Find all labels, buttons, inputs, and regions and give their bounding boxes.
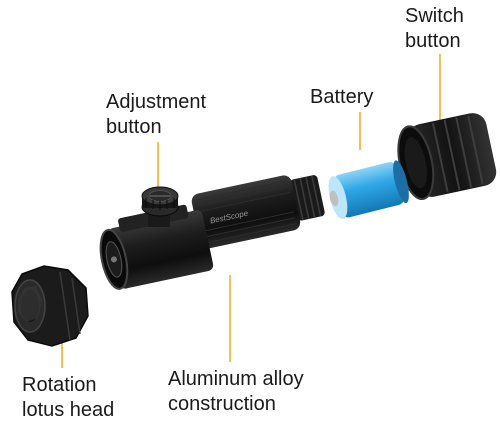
battery-label: Battery [310, 85, 373, 110]
adjustment-button-label: Adjustment button [106, 90, 206, 140]
switch-button-label: Switch button [405, 4, 464, 54]
adjustment-button-label-line2: button [106, 116, 162, 138]
switch-cap [397, 113, 497, 201]
rotation-head-label-line1: Rotation [22, 374, 97, 396]
switch-button-label-line1: Switch [405, 5, 464, 27]
adjustment-knob [141, 186, 179, 227]
battery-label-text: Battery [310, 86, 374, 108]
rotation-lotus-head [11, 265, 89, 347]
adjustment-button-label-line1: Adjustment [106, 91, 207, 113]
switch-button-label-line2: button [405, 30, 461, 52]
aluminum-construction-label: Aluminum alloy construction [168, 367, 304, 417]
aluminum-label-line2: construction [168, 393, 276, 415]
laser-main-body: BestScope [99, 175, 325, 290]
battery [328, 160, 409, 219]
aluminum-label-line1: Aluminum alloy [168, 368, 304, 390]
rotation-head-label-line2: lotus head [22, 399, 115, 421]
rotation-head-label: Rotation lotus head [22, 373, 114, 423]
